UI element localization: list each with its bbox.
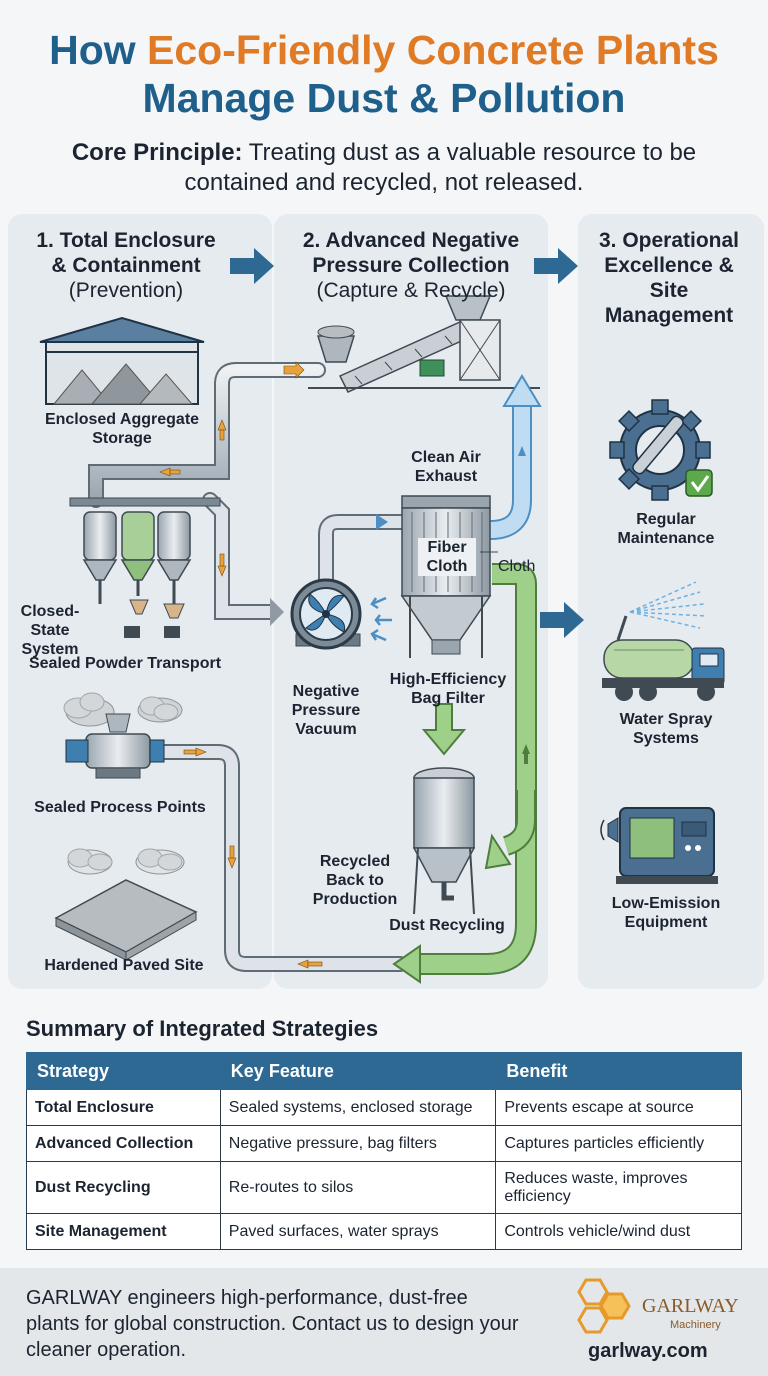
principle-label: Core Principle:: [71, 139, 243, 166]
logo-sub: Machinery: [670, 1319, 721, 1331]
process-diagram: [39, 248, 725, 984]
table-row: Total Enclosure Sealed systems, enclosed…: [26, 1089, 742, 1126]
column-2-heading: 2. Advanced Negative Pressure Collection: [302, 229, 520, 277]
recycle-silo: [412, 767, 476, 915]
clean-air-exhaust-pipe: [489, 374, 542, 540]
website-link[interactable]: garlway.com: [588, 1340, 708, 1362]
title-accent: Eco-Friendly Concrete Plants: [147, 27, 719, 73]
column-2-title: 2. Advanced Negative Pressure Collection…: [294, 228, 528, 303]
principle-text: Treating dust as a valuable resource to …: [184, 139, 697, 196]
cell-feature: Negative pressure, bag filters: [219, 1125, 497, 1162]
bag-filter-unit: [376, 495, 498, 658]
label-vacuum: Negative Pressure Vacuum: [291, 683, 361, 738]
label-paved-site: Hardened Paved Site: [44, 957, 204, 974]
table-header-row: Strategy Key Feature Benefit: [26, 1052, 742, 1090]
summary-table: Strategy Key Feature Benefit Total Enclo…: [26, 1052, 742, 1250]
flow-arrow-1-2: [230, 248, 274, 284]
cell-feature: Paved surfaces, water sprays: [219, 1213, 497, 1250]
cell-benefit: Captures particles efficiently: [495, 1125, 742, 1162]
filter-to-silo-arrow: [421, 703, 467, 756]
flow-arrow-2-3: [534, 248, 578, 284]
column-1-title: 1. Total Enclosure & Containment (Preven…: [26, 228, 226, 303]
logo-brand: GARLWAY: [642, 1295, 739, 1317]
label-cloth: Cloth: [498, 558, 536, 575]
page-title: How Eco-Friendly Concrete Plants: [0, 26, 768, 74]
table-row: Advanced Collection Negative pressure, b…: [26, 1125, 742, 1162]
conveyor-system: [308, 295, 540, 393]
column-1-subheading: (Prevention): [68, 279, 184, 302]
water-spray-truck-icon: [602, 581, 725, 701]
column-2-subheading: (Capture & Recycle): [316, 279, 506, 302]
negative-pressure-vacuum: [290, 578, 392, 650]
cell-benefit: Reduces waste, improves efficiency: [495, 1161, 742, 1214]
label-low-emission: Low-Emission Equipment: [611, 895, 721, 931]
label-clean-air: Clean Air Exhaust: [411, 449, 481, 485]
label-aggregate-storage: Enclosed Aggregate Storage: [44, 411, 200, 447]
label-bag-filter: High-Efficiency Bag Filter: [389, 671, 507, 707]
cell-strategy: Dust Recycling: [26, 1161, 221, 1214]
garlway-logo: GARLWAY Machinery: [577, 1278, 739, 1334]
table-row: Site Management Paved surfaces, water sp…: [26, 1213, 742, 1250]
label-sealed-points: Sealed Process Points: [34, 799, 206, 816]
header-benefit: Benefit: [495, 1052, 742, 1090]
summary-title: Summary of Integrated Strategies: [26, 1016, 379, 1041]
header-strategy: Strategy: [26, 1052, 221, 1090]
cell-benefit: Prevents escape at source: [495, 1089, 742, 1126]
green-recycle-loop: [392, 563, 537, 984]
label-recycled: Recycled Back to Production: [312, 853, 398, 908]
cell-strategy: Advanced Collection: [26, 1125, 221, 1162]
cell-feature: Sealed systems, enclosed storage: [219, 1089, 497, 1126]
label-maintenance: Regular Maintenance: [617, 511, 715, 547]
aggregate-storage-shed: [39, 316, 205, 405]
low-emission-equipment-icon: [600, 807, 718, 884]
core-principle: Core Principle: Treating dust as a valua…: [40, 138, 728, 198]
footer-band: [0, 1268, 768, 1376]
label-dust-recycling: Dust Recycling: [389, 917, 505, 934]
column-1-heading: 1. Total Enclosure & Containment: [36, 229, 216, 277]
cell-strategy: Total Enclosure: [26, 1089, 221, 1126]
label-sealed-powder: Sealed Powder Transport: [28, 655, 222, 672]
title-prefix: How: [49, 27, 148, 73]
cell-strategy: Site Management: [26, 1213, 221, 1250]
dust-clouds: [63, 692, 183, 871]
page-title-line2: Manage Dust & Pollution: [142, 75, 626, 121]
cell-feature: Re-routes to silos: [219, 1161, 497, 1214]
maintenance-gear-icon: [609, 399, 713, 501]
pipe-flow-markers: [159, 361, 323, 969]
label-closed-state: Closed-State System: [20, 603, 80, 658]
table-row: Dust Recycling Re-routes to silos Reduce…: [26, 1161, 742, 1214]
label-water-spray: Water Spray Systems: [619, 711, 713, 747]
flow-arrow-side: [540, 602, 584, 638]
footer-text: GARLWAY engineers high-performance, dust…: [26, 1287, 519, 1361]
label-fiber-cloth: Fiber Cloth: [418, 538, 476, 576]
header-key-feature: Key Feature: [219, 1052, 497, 1090]
column-3-title: 3. Operational Excellence & Site Managem…: [598, 229, 740, 327]
powder-silos: [69, 497, 221, 638]
cell-benefit: Controls vehicle/wind dust: [495, 1213, 742, 1250]
